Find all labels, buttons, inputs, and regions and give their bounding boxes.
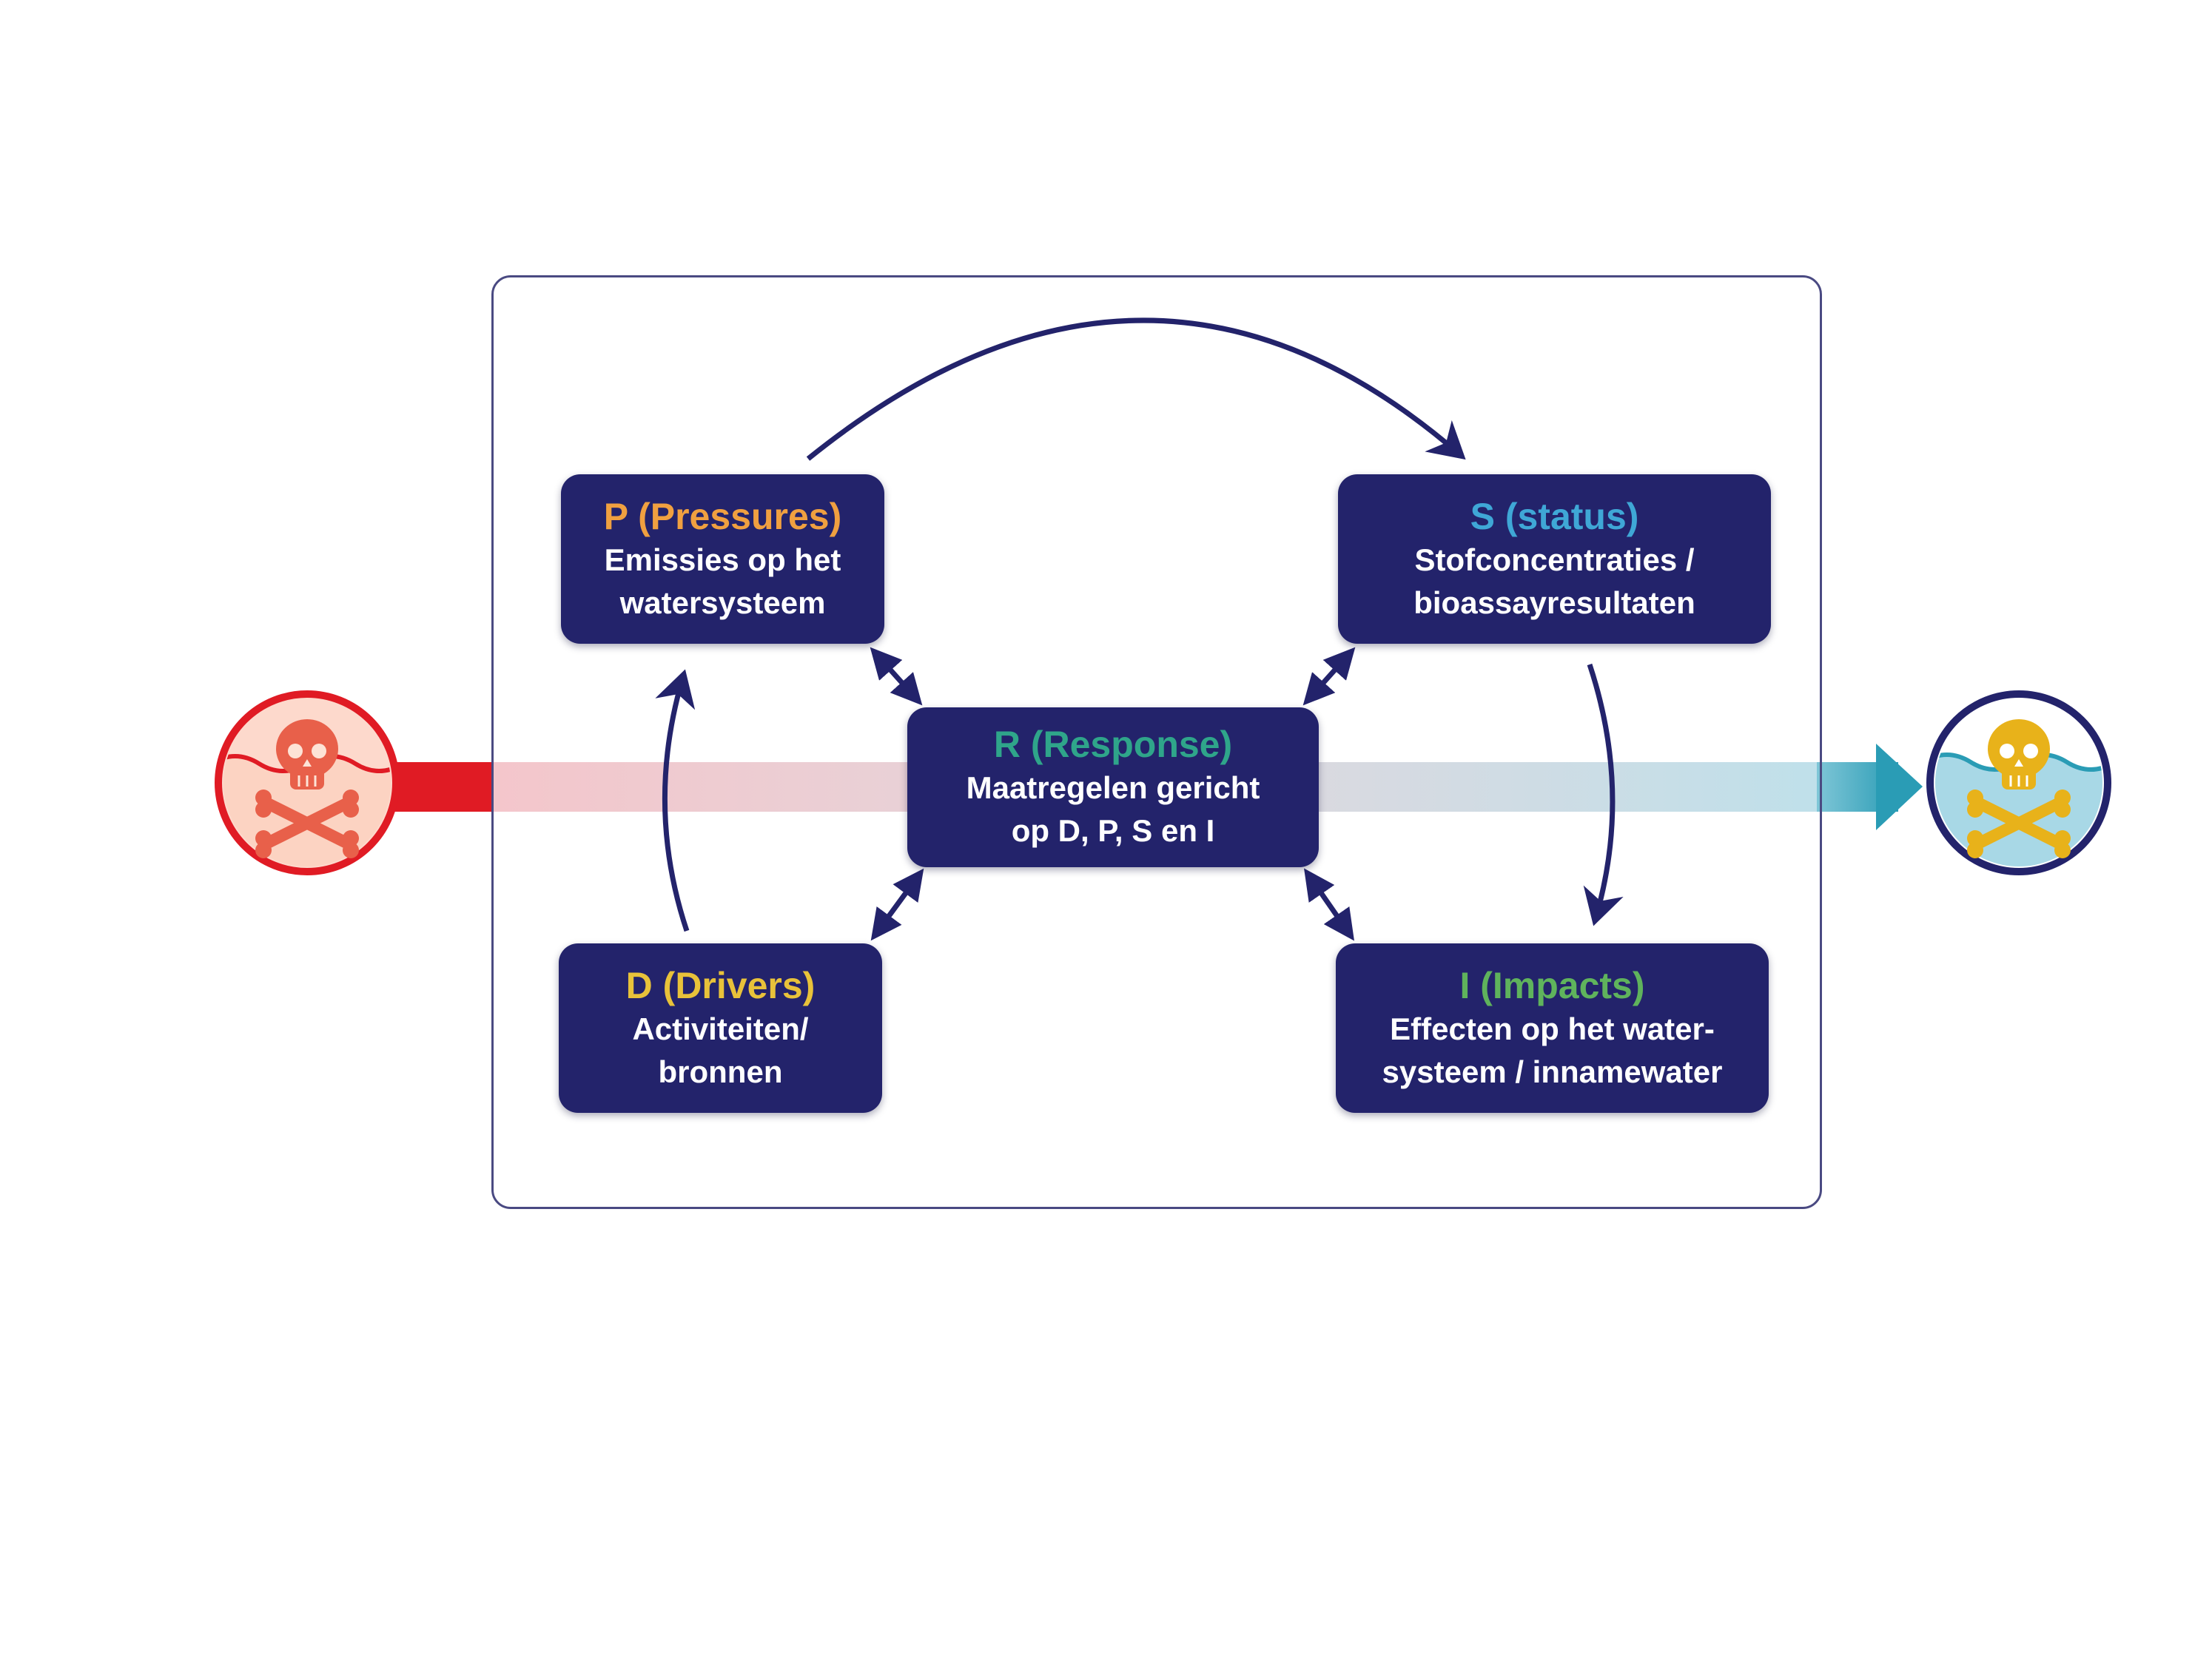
pressures-line-1: Emissies op het	[604, 542, 841, 577]
status-title: S (status)	[1470, 495, 1639, 537]
polluted-water-skull-icon	[215, 690, 400, 875]
impacts-box: I (Impacts) Effecten op het water- syste…	[1336, 943, 1769, 1113]
arrow-status-to-impacts	[1583, 663, 1624, 926]
double-arrow-response-drivers	[870, 868, 924, 941]
drivers-title: D (Drivers)	[625, 964, 816, 1006]
response-line-1: Maatregelen gericht	[966, 770, 1260, 805]
pressures-box: P (Pressures) Emissies op het watersyste…	[561, 474, 884, 644]
inflow-bar	[385, 762, 496, 812]
pressures-title: P (Pressures)	[603, 495, 842, 537]
response-line-2: op D, P, S en I	[1011, 813, 1215, 848]
impacts-line-2: systeem / innamewater	[1382, 1054, 1723, 1089]
impacts-line-1: Effecten op het water-	[1390, 1011, 1715, 1046]
outflow-arrowhead	[1876, 744, 1923, 830]
arrow-drivers-to-pressures	[655, 669, 696, 932]
impacts-title: I (Impacts)	[1459, 964, 1645, 1006]
system-boundary-frame	[491, 275, 1822, 1209]
treated-water-skull-icon	[1926, 690, 2111, 875]
drivers-line-2: bronnen	[658, 1054, 783, 1089]
status-line-1: Stofconcentraties /	[1414, 542, 1695, 577]
response-box: R (Response) Maatregelen gericht op D, P…	[907, 707, 1319, 867]
double-arrow-response-pressures	[870, 647, 923, 706]
pressures-line-2: watersysteem	[619, 585, 826, 620]
arrow-pressures-to-status	[806, 317, 1466, 461]
status-box: S (status) Stofconcentraties / bioassayr…	[1338, 474, 1771, 644]
double-arrow-response-status	[1302, 647, 1356, 706]
drivers-line-1: Activiteiten/	[632, 1011, 809, 1046]
status-line-2: bioassayresultaten	[1413, 585, 1695, 620]
drivers-box: D (Drivers) Activiteiten/ bronnen	[559, 943, 882, 1113]
response-title: R (Response)	[993, 724, 1233, 765]
double-arrow-response-impacts	[1304, 868, 1354, 941]
